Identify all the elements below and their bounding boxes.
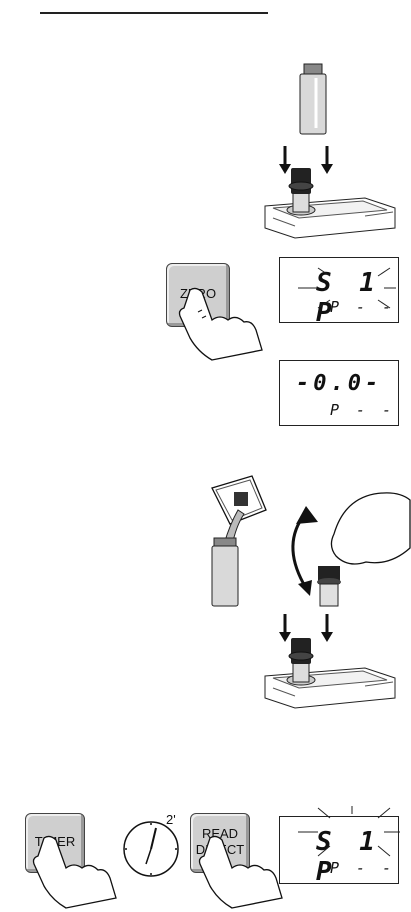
insert-vial-diagram (255, 146, 400, 236)
top-rule (40, 12, 268, 14)
clock-icon (122, 820, 180, 878)
pressing-hand-icon (202, 836, 282, 906)
vial-icon (298, 64, 328, 136)
lcd-sub-reading: P - - (330, 401, 395, 419)
reagent-pouring-diagram (200, 470, 275, 610)
pressing-hand-icon (36, 836, 116, 906)
swirl-vial-diagram (274, 478, 411, 608)
blink-rays-icon (290, 266, 410, 326)
blink-rays-icon (290, 806, 410, 876)
pressing-hand-icon (182, 288, 262, 358)
insert-vial-diagram (255, 614, 400, 708)
timer-duration: 2' (166, 812, 176, 827)
lcd-main-reading: -0.0- (296, 371, 382, 396)
lcd-display-2: -0.0- P - - (279, 360, 399, 426)
